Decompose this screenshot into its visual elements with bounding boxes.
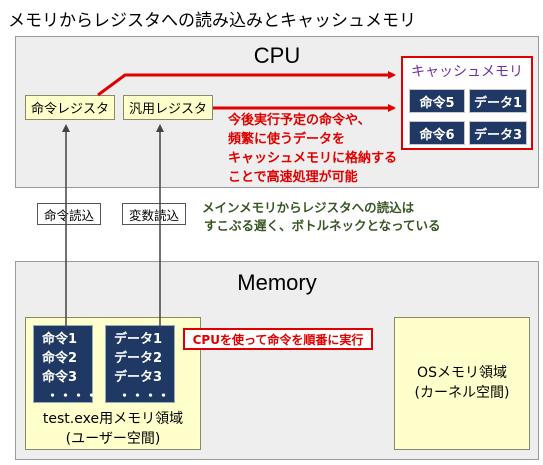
cache-cell-data-1: データ1 bbox=[469, 89, 527, 113]
instruction-item-1: 命令1 bbox=[42, 332, 78, 347]
user-area-line-1: test.exe用メモリ領域 bbox=[42, 411, 184, 427]
os-area-line-2: (カーネル空間) bbox=[414, 385, 510, 401]
cache-title: キャッシュメモリ bbox=[411, 64, 523, 80]
bottleneck-note-line-1: メインメモリからレジスタへの読込は bbox=[202, 200, 415, 215]
data-item-3: データ3 bbox=[114, 370, 163, 385]
user-area-line-2: (ユーザー空間) bbox=[65, 431, 161, 447]
bottleneck-note: メインメモリからレジスタへの読込は すこぶる遅く、ボトルネックとなっている bbox=[202, 199, 441, 235]
cache-note-line-3: キャッシュメモリに格納する bbox=[228, 151, 398, 166]
cache-arrow-upper bbox=[97, 71, 396, 97]
variable-read-label: 変数読込 bbox=[122, 203, 186, 225]
execution-note: CPUを使って命令を順番に実行 bbox=[183, 328, 373, 350]
memory-title: Memory bbox=[237, 270, 317, 295]
instruction-register: 命令レジスタ bbox=[25, 95, 115, 120]
diagram-title: メモリからレジスタへの読み込みとキャッシュメモリ bbox=[8, 11, 416, 31]
cache-cell-instruction-6: 命令6 bbox=[409, 121, 465, 145]
cache-note-line-2: 頻繁に使うデータを bbox=[228, 132, 346, 147]
os-memory-area bbox=[394, 317, 530, 450]
cache-cell-data-3: データ3 bbox=[469, 121, 527, 145]
data-item-ellipsis: ・・・・ bbox=[118, 389, 171, 404]
os-area-line-1: OSメモリ領域 bbox=[417, 365, 507, 381]
instruction-item-2: 命令2 bbox=[42, 351, 78, 366]
cache-note-line-4: ことで高速処理が可能 bbox=[228, 170, 358, 185]
data-item-2: データ2 bbox=[114, 351, 163, 366]
data-list: データ1 データ2 データ3 ・・・・ bbox=[105, 325, 175, 404]
cache-cell-instruction-5: 命令5 bbox=[409, 89, 465, 113]
bottleneck-note-line-2: すこぶる遅く、ボトルネックとなっている bbox=[204, 218, 441, 233]
os-area-label: OSメモリ領域 (カーネル空間) bbox=[394, 363, 530, 403]
instruction-read-label: 命令読込 bbox=[37, 203, 101, 225]
instruction-item-3: 命令3 bbox=[42, 370, 78, 385]
cpu-title: CPU bbox=[253, 43, 301, 68]
user-area-label: test.exe用メモリ領域 (ユーザー空間) bbox=[25, 409, 201, 449]
cache-note: 今後実行予定の命令や、 頻繁に使うデータを キャッシュメモリに格納する ことで高… bbox=[228, 111, 397, 187]
instruction-item-ellipsis: ・・・・ bbox=[46, 389, 99, 404]
data-item-1: データ1 bbox=[114, 332, 163, 347]
general-register: 汎用レジスタ bbox=[123, 95, 213, 120]
instruction-list: 命令1 命令2 命令3 ・・・・ bbox=[33, 325, 99, 404]
cache-note-line-1: 今後実行予定の命令や、 bbox=[228, 113, 371, 128]
